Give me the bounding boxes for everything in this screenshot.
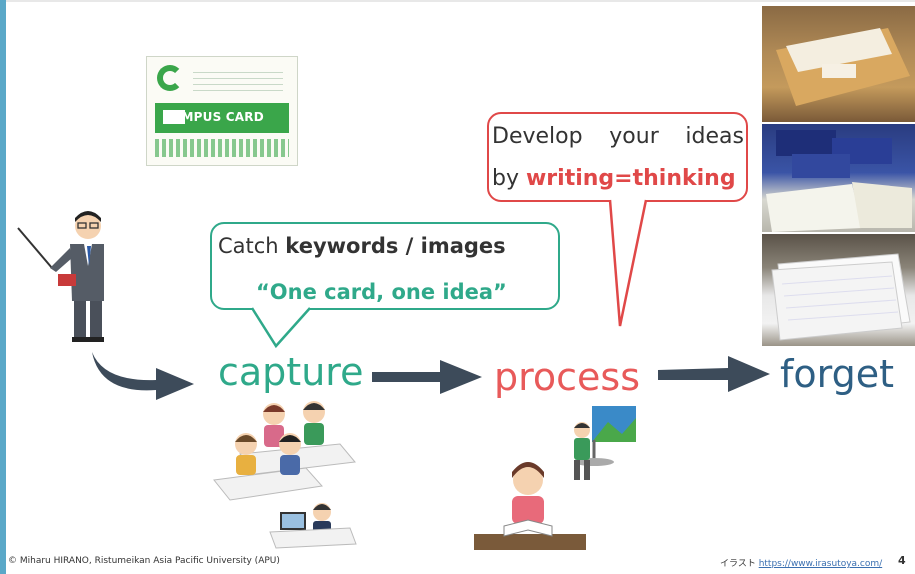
campus-card-image: CAMPUS CARD AP bbox=[146, 56, 298, 166]
arrow-icon bbox=[372, 360, 482, 394]
study-illustration bbox=[474, 406, 636, 550]
left-accent-bar bbox=[0, 0, 6, 574]
card-label-band: CAMPUS CARD AP bbox=[155, 103, 289, 133]
teacher-illustration bbox=[17, 211, 104, 342]
capture-bubble-tail bbox=[250, 307, 311, 349]
arrow-icon bbox=[658, 356, 770, 392]
top-divider bbox=[6, 0, 915, 2]
arrow-icon bbox=[92, 352, 194, 400]
card-box-photo bbox=[762, 6, 915, 122]
page-number: 4 bbox=[898, 554, 906, 567]
students-illustration bbox=[213, 401, 357, 549]
illust-label: イラスト bbox=[720, 559, 759, 569]
card-lines bbox=[193, 67, 283, 93]
capture-bubble-text: Catch keywords / images bbox=[218, 234, 506, 258]
process-speech-bubble bbox=[487, 112, 748, 202]
process-word: ideas bbox=[685, 124, 744, 149]
process-word: your bbox=[609, 124, 659, 149]
process-word: Develop bbox=[492, 124, 583, 149]
flow-capture: capture bbox=[218, 350, 364, 394]
flow-forget: forget bbox=[780, 352, 894, 396]
process-bubble-tail bbox=[608, 199, 648, 327]
flow-process: process bbox=[494, 355, 641, 399]
card-badge: AP bbox=[163, 110, 186, 124]
binders-photo bbox=[762, 124, 915, 232]
process-highlight: writing=thinking bbox=[525, 166, 736, 191]
copyright-footer: © Miharu HIRANO, Ristumeikan Asia Pacifi… bbox=[8, 556, 280, 566]
process-bubble-line1: Develop your ideas bbox=[492, 124, 744, 149]
card-barcode bbox=[155, 139, 289, 157]
capture-keywords: keywords / images bbox=[285, 234, 506, 258]
capture-quote: “One card, one idea” bbox=[256, 280, 507, 304]
process-bubble-line2: by writing=thinking bbox=[492, 166, 736, 191]
card-stack-photo bbox=[762, 234, 915, 346]
capture-prefix: Catch bbox=[218, 234, 286, 258]
process-prefix: by bbox=[492, 166, 526, 191]
card-logo-icon bbox=[157, 65, 183, 91]
illustration-credit: イラスト https://www.irasutoya.com/ bbox=[720, 556, 882, 569]
card-label: CAMPUS CARD bbox=[163, 110, 264, 124]
irasutoya-link[interactable]: https://www.irasutoya.com/ bbox=[758, 559, 883, 569]
capture-speech-bubble bbox=[210, 222, 560, 310]
